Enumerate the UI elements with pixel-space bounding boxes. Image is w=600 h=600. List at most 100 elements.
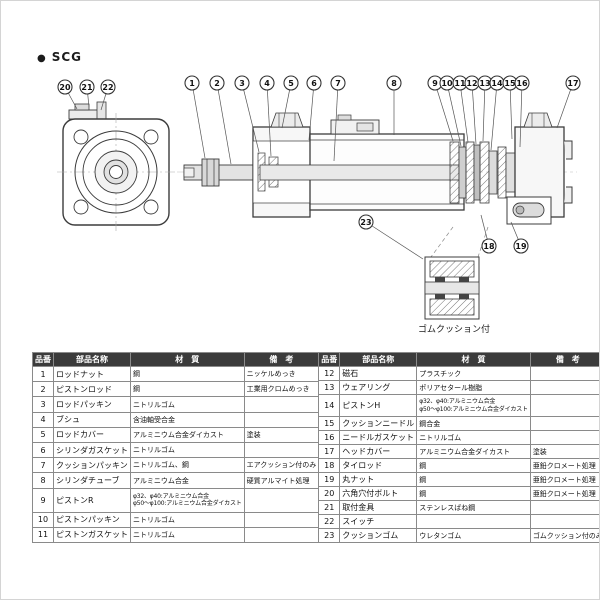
cushion-needle-head <box>515 205 525 215</box>
note-cell: 亜鉛クロメート処理 <box>529 486 599 501</box>
detail-rod <box>424 281 480 295</box>
part-number-cell: 3 <box>32 396 54 413</box>
rod-end-circle <box>109 165 123 179</box>
material-cell: ニトリルゴム <box>130 442 245 459</box>
part-name-cell: クッションパッキン <box>53 457 131 474</box>
svg-text:18: 18 <box>483 242 495 251</box>
material-cell: 鋼 <box>416 486 531 501</box>
svg-text:6: 6 <box>311 79 317 88</box>
note-cell <box>243 411 320 428</box>
callout-5: 5 <box>281 75 299 129</box>
part-name-cell: 丸ナット <box>339 472 418 487</box>
head-hook-top <box>564 140 573 160</box>
note-cell <box>243 487 320 513</box>
svg-text:8: 8 <box>391 79 397 88</box>
note-cell <box>243 396 320 413</box>
svg-text:1: 1 <box>189 79 195 88</box>
svg-text:17: 17 <box>567 79 578 88</box>
part-name-cell: ピストンH <box>339 394 418 417</box>
part-name-cell: ピストンロッド <box>53 381 131 398</box>
part-number-cell: 17 <box>318 444 341 459</box>
part-number-cell: 20 <box>318 486 341 501</box>
note-cell <box>529 514 599 529</box>
part-number-cell: 4 <box>32 411 54 428</box>
cover-circle-outer <box>74 130 158 214</box>
callout-13: 13 <box>477 75 493 142</box>
callout-21: 21 <box>79 79 95 108</box>
material-cell: ニトリルゴム <box>130 396 245 413</box>
note-cell: 塗装 <box>243 426 320 444</box>
material-cell: ニトリルゴム <box>416 430 531 445</box>
cushion-detail-view <box>424 226 489 320</box>
material-cell: ニトリルゴム <box>130 526 245 544</box>
part-name-cell: ブシュ <box>53 411 131 428</box>
part-name-cell: ウェアリング <box>339 380 418 395</box>
cushion-rubber <box>459 294 469 299</box>
column-header: 品番 <box>318 352 341 367</box>
svg-text:11: 11 <box>454 79 466 88</box>
part-number-cell: 11 <box>32 526 54 544</box>
note-cell <box>243 526 320 544</box>
note-cell: ゴムクッション付のみ <box>529 528 599 543</box>
part-number-cell: 23 <box>318 528 341 543</box>
note-cell: ニッケルめっき <box>243 365 320 383</box>
part-name-cell: ロッドパッキン <box>53 396 131 413</box>
callout-14: 14 <box>489 75 505 151</box>
callout-23: 23 <box>358 214 424 260</box>
material-cell: ウレタンゴム <box>416 528 531 543</box>
part-name-cell: スイッチ <box>339 514 418 529</box>
part-number-cell: 21 <box>318 500 341 515</box>
callout-17: 17 <box>556 75 581 129</box>
svg-text:19: 19 <box>515 242 527 251</box>
callout-18: 18 <box>480 214 497 254</box>
part-name-cell: シリンダガスケット <box>53 442 131 459</box>
callout-16: 16 <box>514 75 530 148</box>
note-cell: 塗装 <box>529 444 599 459</box>
part-number-cell: 12 <box>318 366 341 381</box>
part-number-cell: 13 <box>318 380 341 395</box>
callout-1: 1 <box>184 75 206 159</box>
part-number-cell: 8 <box>32 472 54 489</box>
series-code: SCG <box>51 50 83 64</box>
part-name-cell: タイロッド <box>339 458 418 473</box>
cover-circle <box>82 138 150 206</box>
head-port-boss <box>523 112 553 128</box>
material-cell: 鋼 <box>416 472 531 487</box>
mounting-bolt-head <box>74 103 90 111</box>
note-cell: 硬質アルマイト処理 <box>243 472 320 489</box>
callout-4: 4 <box>259 75 275 157</box>
table-header-row: 品番部品名称材 質備 考 <box>32 352 320 367</box>
svg-text:14: 14 <box>491 79 503 88</box>
column-header: 備 考 <box>243 352 320 367</box>
note-cell: エアクッション付のみ <box>243 457 320 474</box>
part-number-cell: 6 <box>32 442 54 459</box>
material-cell: 鋼 <box>416 458 531 473</box>
note-cell <box>529 500 599 515</box>
callout-3: 3 <box>234 75 260 153</box>
svg-text:16: 16 <box>516 79 528 88</box>
bullet-icon: ● <box>37 53 47 64</box>
part-name-cell: ヘッドカバー <box>339 444 418 459</box>
piston-rod-inner <box>259 164 465 181</box>
note-cell <box>529 380 599 395</box>
column-header: 備 考 <box>529 352 599 367</box>
svg-text:7: 7 <box>335 79 341 88</box>
part-name-cell: クッションゴム <box>339 528 418 543</box>
material-cell: ステンレスばね鋼 <box>416 500 531 515</box>
svg-text:13: 13 <box>479 79 490 88</box>
